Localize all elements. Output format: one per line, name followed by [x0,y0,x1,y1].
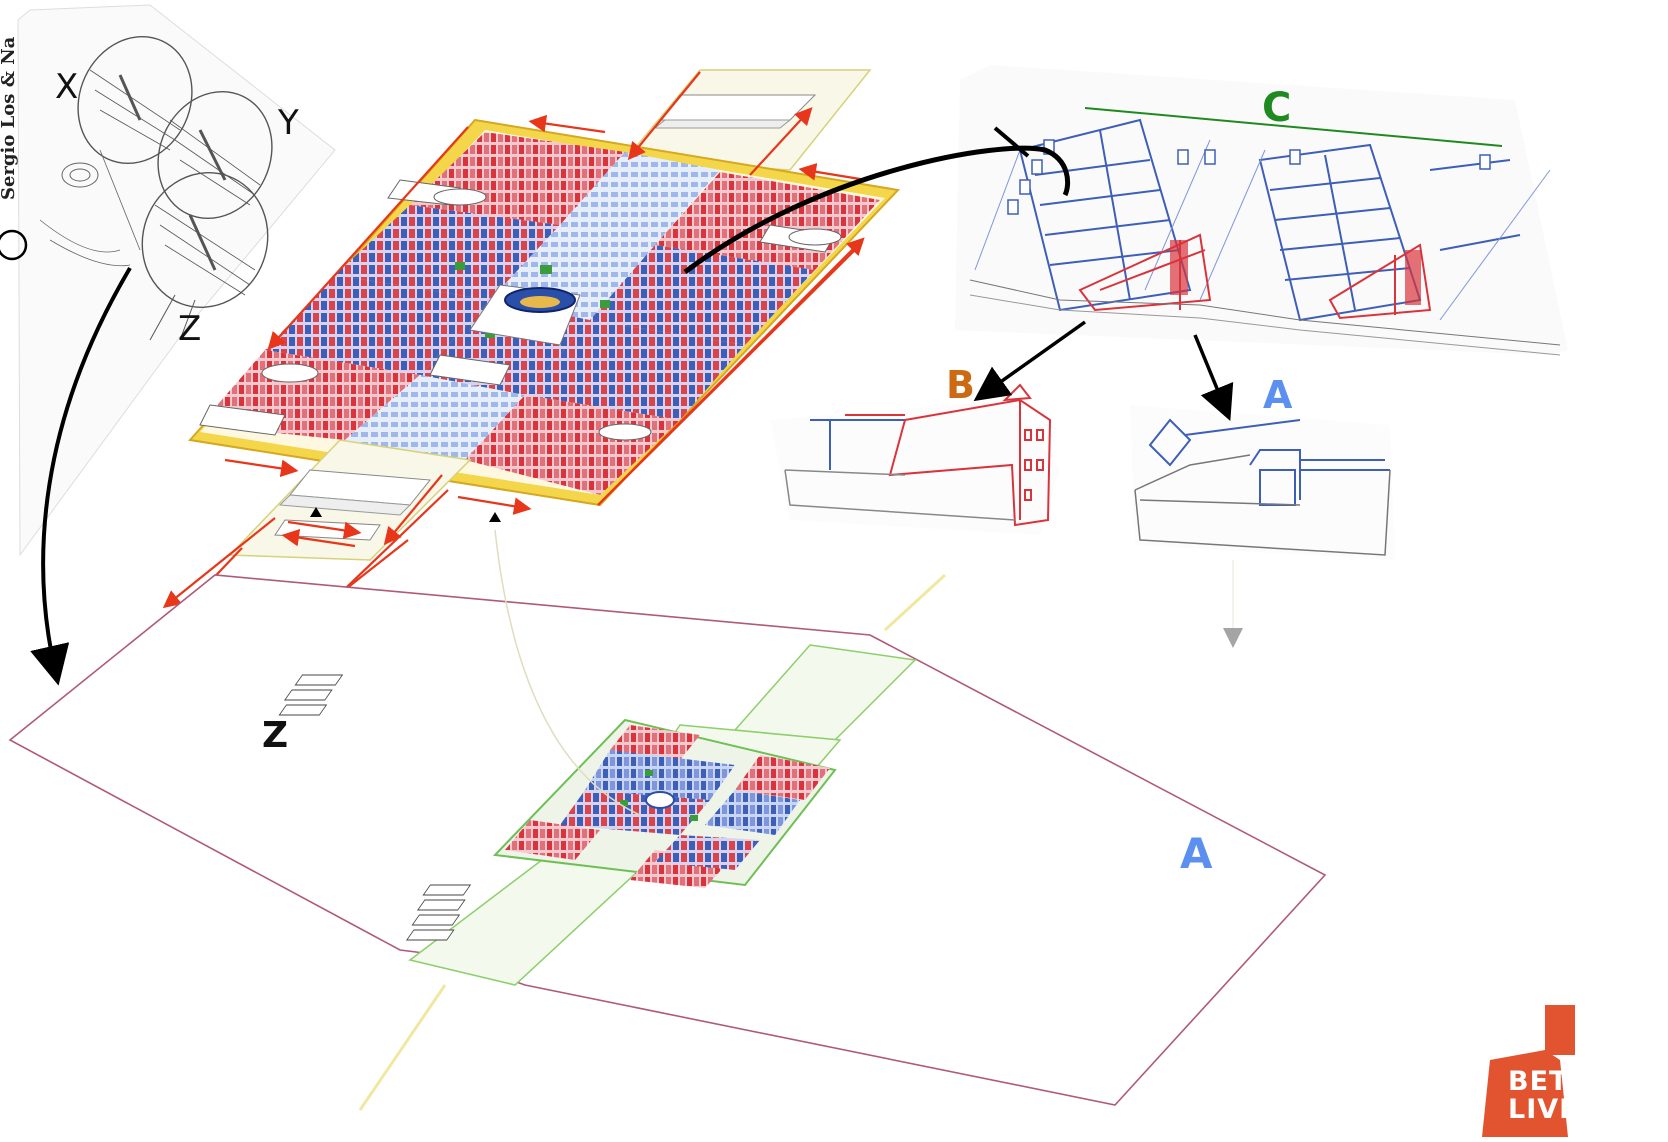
connector-arrows [30,126,1234,686]
building-section-c [955,65,1568,356]
better-living-logo: BETTER LIVING [1482,1050,1668,1137]
site-label-z: Z [262,715,289,756]
logo-line-1: BETTER [1508,1066,1630,1097]
copyright-mark [0,229,28,261]
sketch-label-z: Z [178,309,202,349]
sketch-cell-z [141,171,269,341]
side-caption: Sergio Los & Na [0,36,19,200]
sketch-panel [0,4,336,557]
detail-label-a: A [1263,373,1293,417]
sketch-cell-x [77,35,193,165]
sketch-label-x: X [55,67,79,107]
sketch-contours [39,149,141,267]
site-label-a: A [1180,829,1213,878]
building-detail-b [770,383,1060,535]
section-label-c: C [1262,85,1292,131]
sketch-cell-y [157,90,273,220]
sketch-label-y: Y [278,103,299,143]
detail-label-b: B [946,363,975,407]
logo-line-2: LIVING [1508,1094,1617,1125]
site-plan [8,573,1327,1111]
building-detail-a [1130,405,1395,648]
logo-badge [1482,1005,1575,1137]
